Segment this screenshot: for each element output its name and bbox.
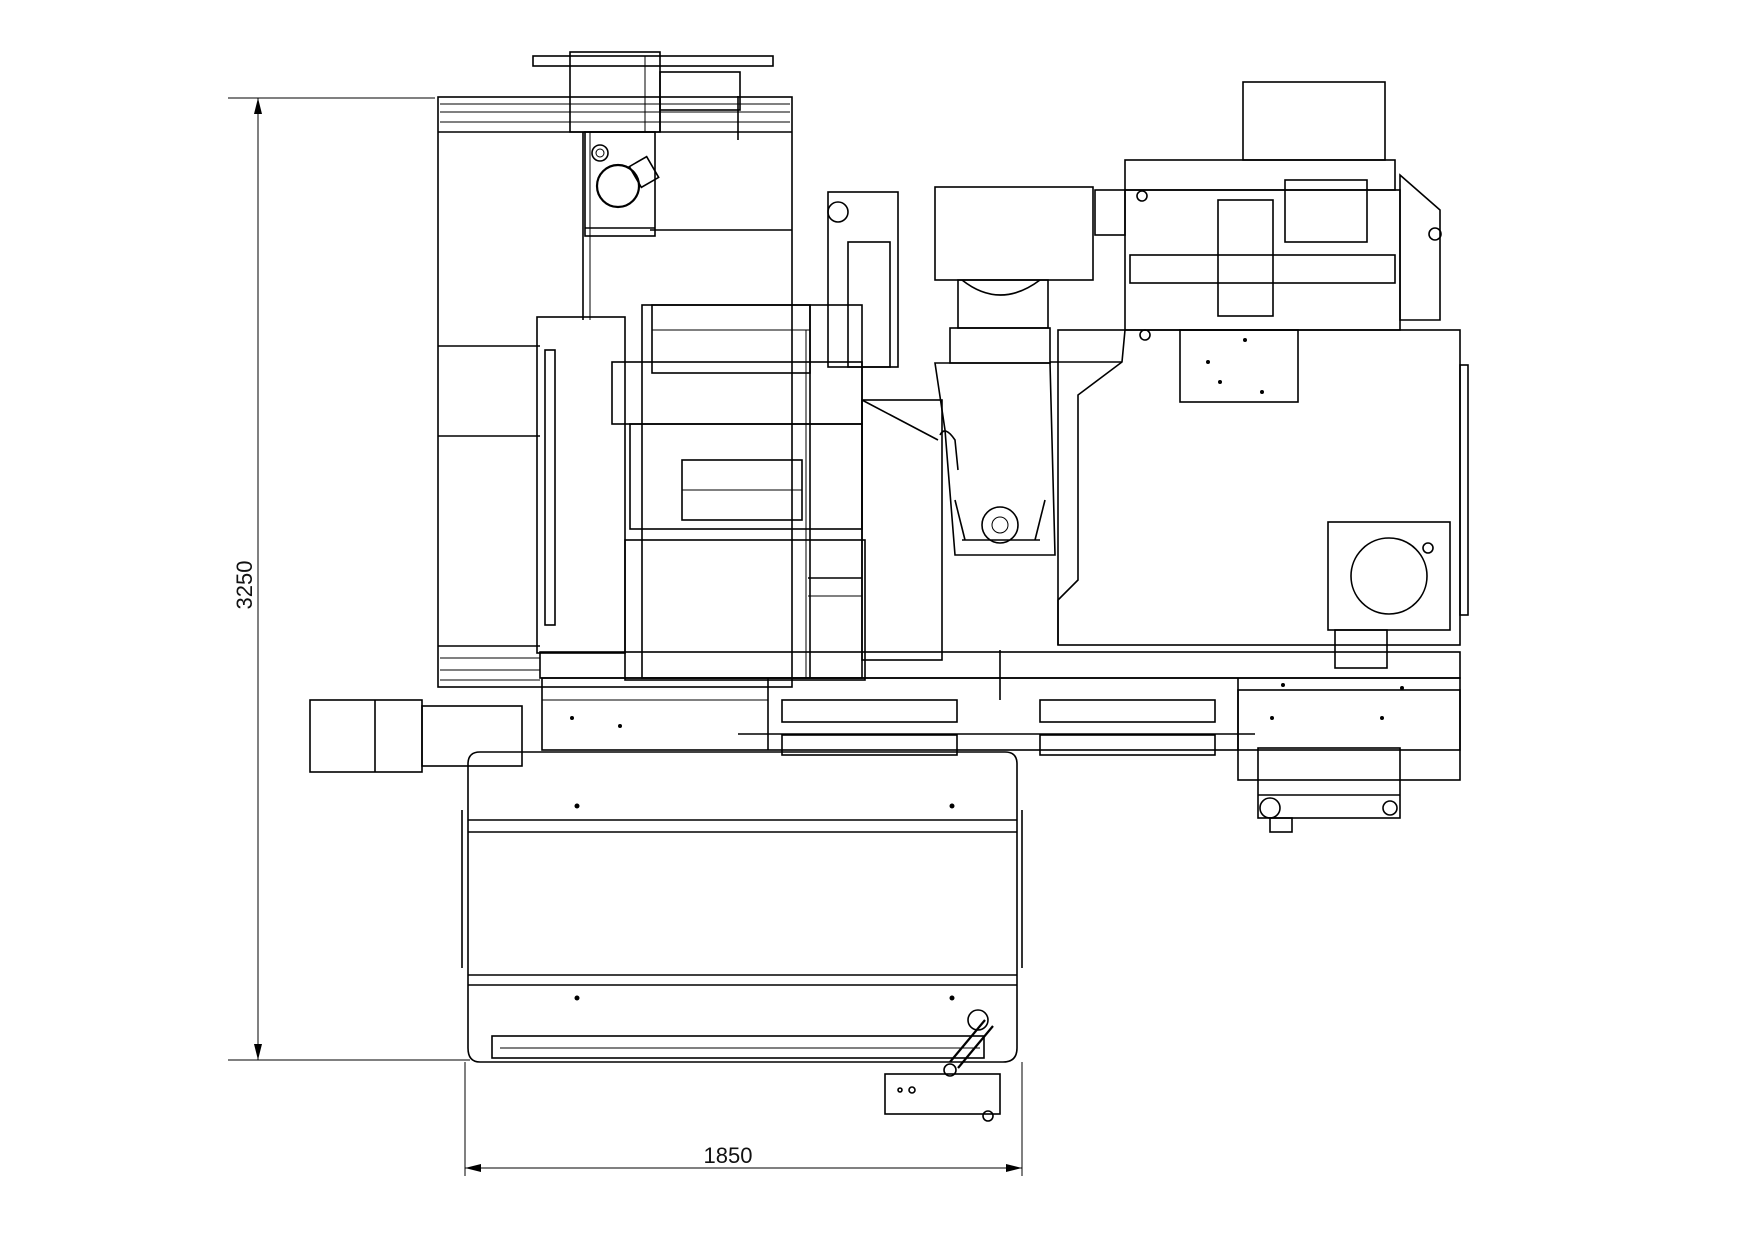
door-handle[interactable] bbox=[943, 1009, 994, 1077]
front-guard bbox=[461, 751, 1023, 1063]
right-control-box bbox=[1257, 747, 1401, 833]
top-rail bbox=[532, 51, 774, 133]
central-headstock bbox=[536, 304, 943, 681]
spindle-motor bbox=[584, 131, 660, 237]
tool-turret bbox=[934, 186, 1094, 556]
left-cabinet bbox=[437, 96, 793, 688]
height-dimension-value: 3250 bbox=[232, 561, 257, 610]
foot-pedal-box bbox=[884, 1073, 1001, 1122]
width-dimension-value: 1850 bbox=[704, 1143, 753, 1168]
right-housing bbox=[1050, 81, 1469, 669]
column-housing bbox=[827, 191, 959, 471]
height-dimension: 3250 bbox=[228, 97, 470, 1061]
side-motor bbox=[309, 699, 523, 773]
machine-bed bbox=[539, 650, 1461, 781]
width-dimension: 1850 bbox=[464, 1062, 1023, 1176]
